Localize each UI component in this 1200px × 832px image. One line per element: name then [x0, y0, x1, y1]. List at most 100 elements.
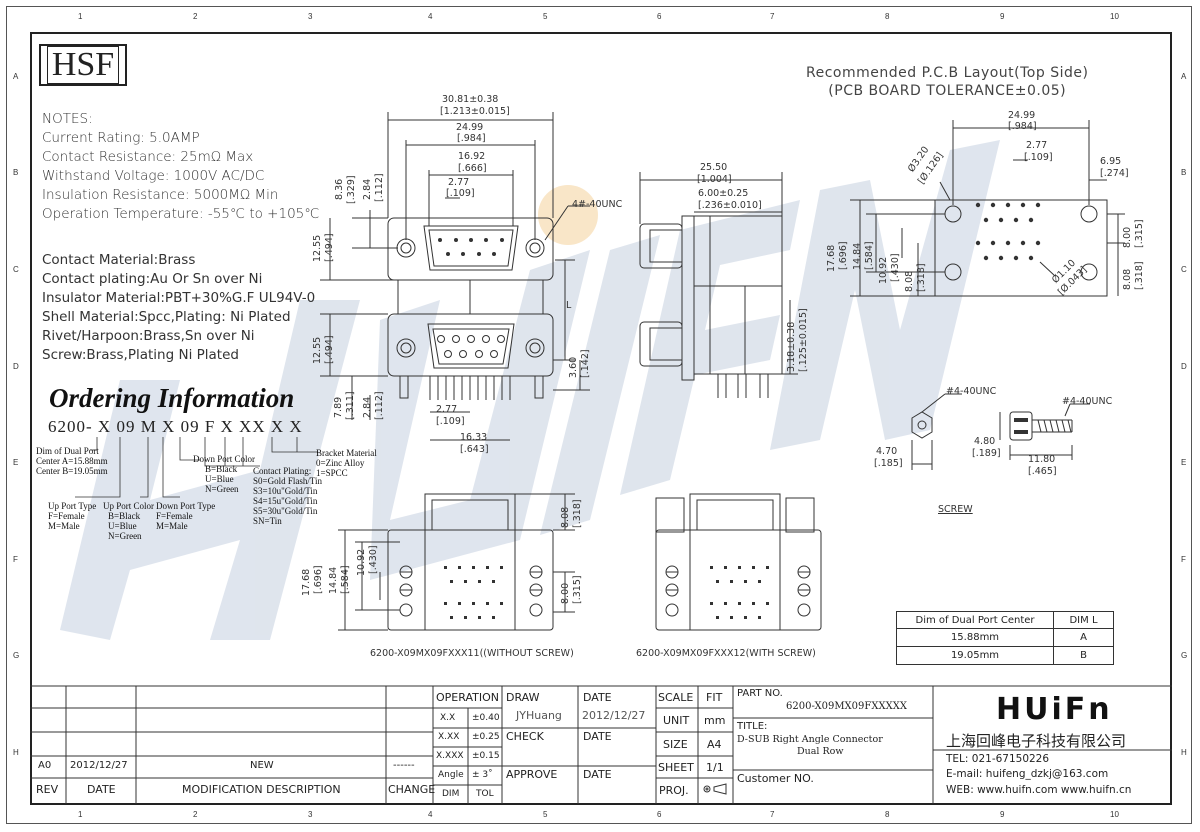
label-line: Center A=15.88mm: [36, 456, 108, 466]
dim-table-cell: B: [1053, 646, 1114, 665]
ruler-col-2: 2: [193, 12, 198, 21]
pcb-dim-6-95-in: [.274]: [1100, 168, 1129, 179]
ruler-row-e-right: E: [1181, 458, 1187, 467]
note-line: Contact Resistance: 25mΩ Max: [42, 149, 254, 165]
material-line: Rivet/Harpoon:Brass,Sn over Ni: [42, 328, 255, 344]
dim-thread-front: 4#-40UNC: [572, 199, 623, 210]
ordering-up-type-label: Up Port Type F=Female M=Male: [48, 501, 96, 531]
ruler-col-4-bottom: 4: [428, 810, 433, 819]
rev-change-value: ------: [393, 760, 415, 771]
tol-label: TOL: [476, 789, 494, 799]
label-line: Bracket Material: [316, 448, 377, 458]
label-line: N=Green: [108, 531, 142, 541]
ruler-col-1: 1: [78, 12, 83, 21]
ruler-row-a-right: A: [1181, 72, 1187, 81]
label-line: 0=Zinc Alloy: [316, 458, 365, 468]
ruler-row-d-right: D: [1181, 362, 1187, 371]
pcb-dim-24-99: 24.99: [1008, 110, 1036, 121]
approve-label: APPROVE: [506, 768, 558, 781]
ruler-row-g: G: [13, 651, 20, 660]
label-line: S3=10u"Gold/Tin: [253, 486, 318, 496]
dim-2-77-pin-in: [.109]: [436, 416, 465, 427]
pcb-title-line-1: Recommended P.C.B Layout(Top Side): [806, 65, 1089, 81]
label-line: M=Male: [156, 521, 188, 531]
company-email: E-mail: huifeng_dzkj@163.com: [946, 768, 1109, 780]
material-line: Shell Material:Spcc,Plating: Ni Plated: [42, 309, 291, 325]
tol-value: ±0.15: [472, 751, 500, 761]
pcb-title-line-2: (PCB BOARD TOLERANCE±0.05): [828, 83, 1067, 99]
ordering-down-color-label: Down Port Color B=Black U=Blue N=Green: [193, 454, 255, 494]
material-line: Contact plating:Au Or Sn over Ni: [42, 271, 263, 287]
company-web: WEB: www.huifn.com www.huifn.cn: [946, 784, 1132, 796]
ruler-col-7-bottom: 7: [770, 810, 775, 819]
dim-6-00-in: [.236±0.010]: [698, 200, 762, 211]
ruler-row-h-right: H: [1181, 748, 1187, 757]
date-label-draw: DATE: [583, 691, 612, 704]
label-line: U=Blue: [108, 521, 137, 531]
label-line: B=Black: [108, 511, 141, 521]
date-value-draw: 2012/12/27: [582, 709, 646, 722]
outer-frame: [6, 6, 1192, 824]
title-line-1: D-SUB Right Angle Connector: [737, 734, 883, 745]
dim-L: L: [566, 300, 572, 311]
dim-l-table: Dim of Dual Port Center DIM L 15.88mm A …: [896, 611, 1114, 665]
pcb-layout-title: Recommended P.C.B Layout(Top Side) (PCB …: [806, 64, 1088, 100]
ruler-col-5: 5: [543, 12, 548, 21]
dim-6-00: 6.00±0.25: [698, 188, 749, 199]
ruler-row-b-right: B: [1181, 168, 1187, 177]
part-no-value: 6200-X09MX09FXXXXX: [786, 701, 907, 712]
dim-overall-width: 30.81±0.38: [442, 94, 499, 105]
company-name-cn: 上海回峰电子科技有限公司: [946, 732, 1127, 750]
sheet-value: 1/1: [706, 761, 724, 774]
ruler-col-6: 6: [657, 12, 662, 21]
title-label: TITLE:: [737, 721, 768, 732]
draw-label: DRAW: [506, 691, 540, 704]
scale-label: SCALE: [658, 691, 694, 704]
dim-24-99: 24.99: [456, 122, 484, 133]
label-line: F=Female: [156, 511, 193, 521]
ruler-col-8: 8: [885, 12, 890, 21]
pcb-dim-2-77: 2.77: [1026, 140, 1048, 151]
screw-dim-4-80: 4.80: [974, 436, 996, 447]
screw-label: SCREW: [938, 504, 973, 515]
tol-key: X.X: [440, 713, 456, 723]
check-label: CHECK: [506, 730, 544, 743]
ruler-col-8-bottom: 8: [885, 810, 890, 819]
ruler-col-10: 10: [1110, 12, 1119, 21]
label-line: B=Black: [205, 464, 238, 474]
ruler-row-f-right: F: [1181, 555, 1186, 564]
dim-2-77: 2.77: [448, 177, 470, 188]
ruler-col-1-bottom: 1: [78, 810, 83, 819]
dim-2-77-pin: 2.77: [436, 404, 458, 415]
ruler-row-e: E: [13, 458, 19, 467]
ordering-down-type-label: Down Port Type F=Female M=Male: [156, 501, 215, 531]
label-line: Contact Plating:: [253, 466, 312, 476]
label-line: S5=30u"Gold/Tin: [253, 506, 318, 516]
dim-24-99-in: [.984]: [457, 133, 486, 144]
screw-thread-b: #4-40UNC: [1062, 396, 1113, 407]
sheet-label: SHEET: [658, 761, 694, 774]
ruler-col-9-bottom: 9: [1000, 810, 1005, 819]
customer-label: Customer NO.: [737, 772, 814, 785]
date-header: DATE: [87, 783, 116, 796]
change-header: CHANGE: [388, 783, 436, 796]
material-line: Insulator Material:PBT+30%G.F UL94V-0: [42, 290, 316, 306]
ruler-row-b: B: [13, 168, 19, 177]
label-line: SN=Tin: [253, 516, 282, 526]
huifn-company-logo: HUiFn: [996, 692, 1113, 727]
ruler-row-c: C: [13, 265, 19, 274]
label-line: U=Blue: [205, 474, 234, 484]
ordering-bracket-label: Bracket Material 0=Zinc Alloy 1=SPCC: [316, 448, 377, 478]
pcb-dim-24-99-in: [.984]: [1008, 121, 1037, 132]
tol-key: X.XXX: [436, 751, 464, 761]
ordering-code: 6200- X 09 M X 09 F X XX X X: [48, 417, 303, 436]
label-line: Center B=19.05mm: [36, 466, 108, 476]
caption-without-screw: 6200-X09MX09FXXX11((WITHOUT SCREW): [370, 648, 574, 659]
notes-block: NOTES: Current Rating: 5.0AMP Contact Re…: [42, 110, 319, 224]
ruler-col-4: 4: [428, 12, 433, 21]
dim-overall-width-in: [1.213±0.015]: [440, 106, 510, 117]
